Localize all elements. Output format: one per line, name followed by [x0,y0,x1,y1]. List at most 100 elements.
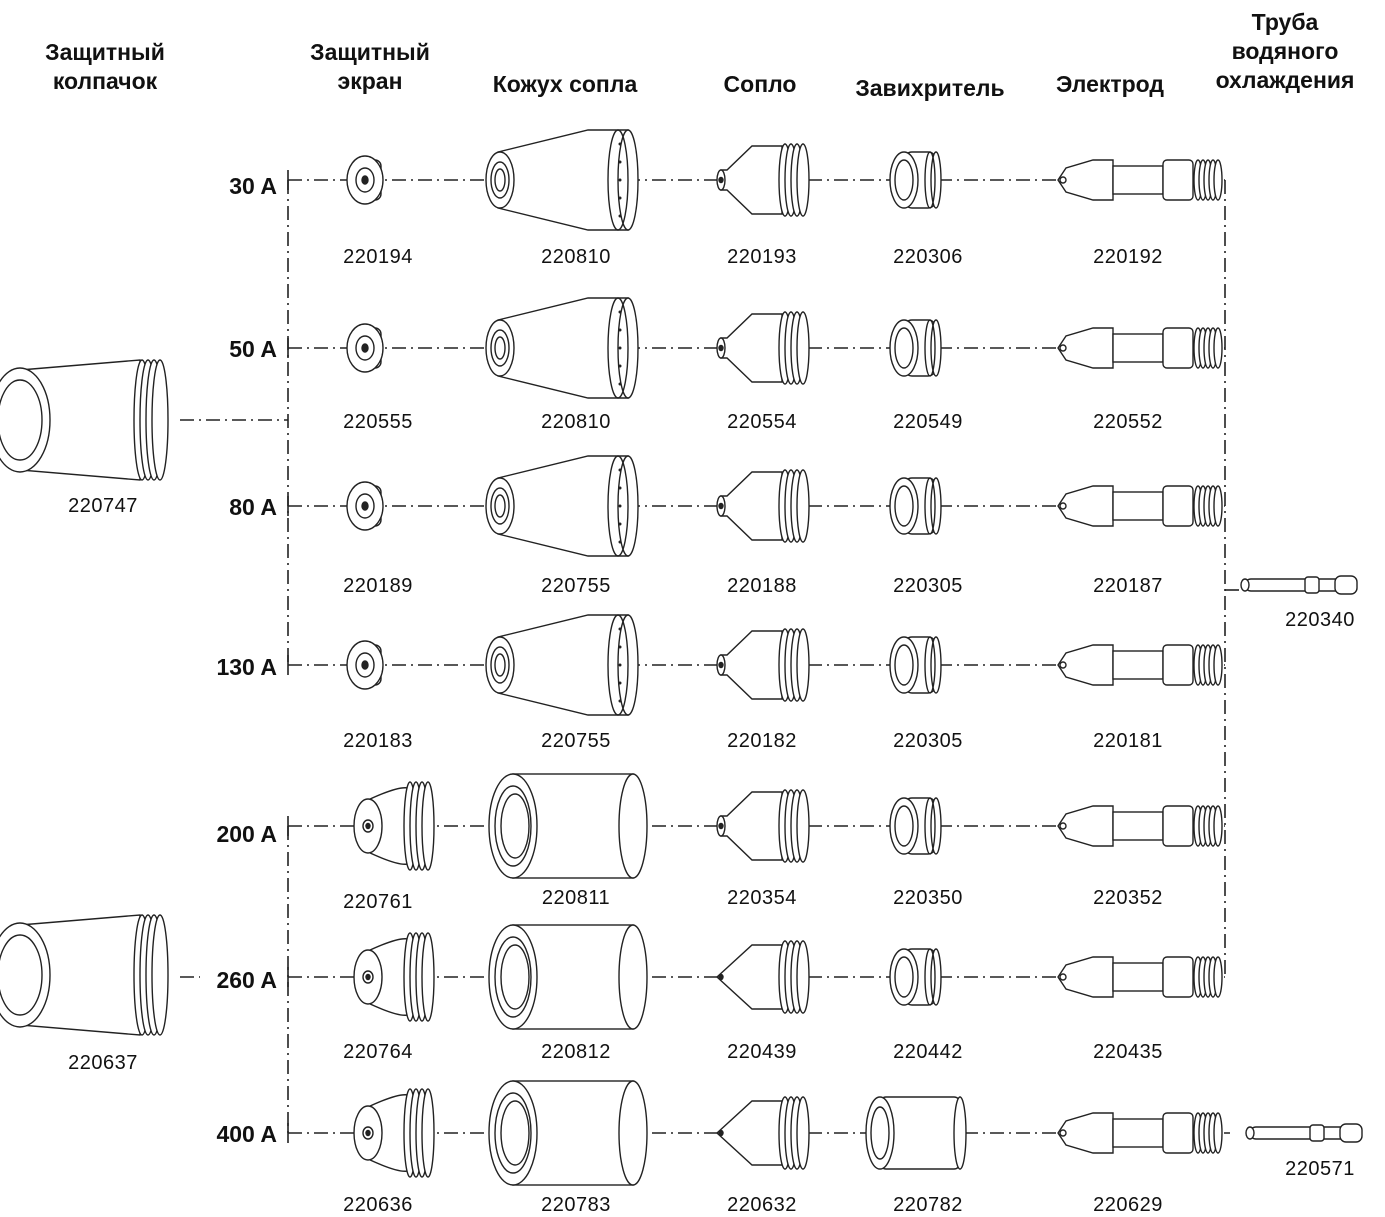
vent-hole [618,328,622,332]
part-number: 220188 [727,575,797,597]
part-number: 220352 [1093,887,1163,909]
electrode-part [1057,644,1223,686]
nozzle-part [716,789,810,863]
swirl-ring-part [889,797,942,855]
nozzle-part [715,1096,810,1170]
vent-hole [618,486,622,490]
retaining-cap-part [485,614,639,716]
retaining-cap-part [488,924,648,1030]
electrode-part [1057,485,1223,527]
shielding-cap-part [0,914,169,1036]
part-number: 220350 [893,887,963,909]
vent-hole [618,699,622,703]
part-number: 220305 [893,730,963,752]
part-number: 220783 [541,1194,611,1216]
electrode-part [1057,1112,1223,1154]
part-number-tube: 220340 [1285,609,1355,631]
header-nozzle: Сопло [723,71,797,97]
vent-hole [618,504,622,508]
part-number: 220192 [1093,246,1163,268]
swirl-ring-part [889,948,942,1006]
part-number: 220755 [541,575,611,597]
part-number: 220354 [727,887,797,909]
shield-part [353,1088,435,1178]
swirl-ring-part [865,1096,967,1170]
electrode-part [1057,159,1223,201]
amps-label-50: 50 A [229,336,277,362]
vent-hole [618,214,622,218]
retaining-cap-part [485,297,639,399]
part-number: 220439 [727,1041,797,1063]
vent-hole [618,681,622,685]
shield-part [346,323,384,373]
amps-label-130: 130 A [216,654,277,680]
vent-hole [618,310,622,314]
part-number: 220761 [343,891,413,913]
vent-hole [618,468,622,472]
nozzle-part [716,311,810,385]
vent-hole [618,540,622,544]
part-number: 220810 [541,246,611,268]
part-number: 220182 [727,730,797,752]
part-number: 220782 [893,1194,963,1216]
part-number: 220811 [541,887,611,909]
vent-hole [618,522,622,526]
part-number: 220552 [1093,411,1163,433]
swirl-ring-part [889,319,942,377]
retaining-cap-part [488,773,648,879]
amps-label-30: 30 A [229,173,277,199]
electrode-part [1057,805,1223,847]
shield-part [353,932,435,1022]
part-number-cap: 220637 [68,1052,138,1074]
part-number: 220764 [343,1041,413,1063]
nozzle-part [716,143,810,217]
vent-hole [618,364,622,368]
electrode-part [1057,956,1223,998]
part-number: 220306 [893,246,963,268]
vent-hole [618,346,622,350]
retaining-cap-part [485,455,639,557]
part-number: 220554 [727,411,797,433]
part-number: 220442 [893,1041,963,1063]
vent-hole [618,645,622,649]
retaining-cap-part [488,1080,648,1186]
swirl-ring-part [889,636,942,694]
shield-part [346,155,384,205]
part-number: 220187 [1093,575,1163,597]
vent-hole [618,178,622,182]
vent-hole [618,663,622,667]
part-number: 220632 [727,1194,797,1216]
nozzle-part [716,469,810,543]
swirl-ring-part [889,151,942,209]
shield-part [346,481,384,531]
shield-part [353,781,435,871]
header-electrode: Электрод [1055,71,1165,97]
header-swirl-ring: Завихритель [855,75,1005,101]
amps-label-200: 200 A [216,821,277,847]
header-retaining-cap: Кожух сопла [492,71,638,97]
part-number: 220636 [343,1194,413,1216]
vent-hole [618,382,622,386]
shielding-cap-part [0,359,169,481]
amps-label-400: 400 A [216,1121,277,1147]
amps-label-80: 80 A [229,494,277,520]
part-number-cap: 220747 [68,495,138,517]
nozzle-part [716,628,810,702]
nozzle-part [715,940,810,1014]
part-number: 220194 [343,246,413,268]
vent-hole [618,160,622,164]
part-number: 220435 [1093,1041,1163,1063]
part-number: 220755 [541,730,611,752]
part-number: 220555 [343,411,413,433]
part-number: 220183 [343,730,413,752]
shield-part [346,640,384,690]
amps-label-260: 260 A [216,967,277,993]
retaining-cap-part [485,129,639,231]
part-number: 220812 [541,1041,611,1063]
part-number: 220193 [727,246,797,268]
swirl-ring-part [889,477,942,535]
